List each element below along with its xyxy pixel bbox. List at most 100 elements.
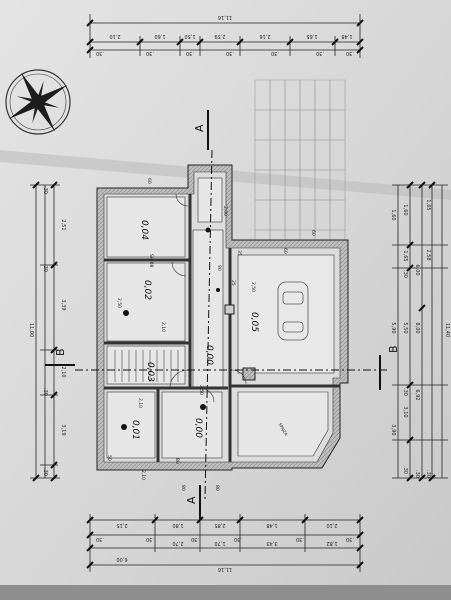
stair-area	[106, 345, 186, 385]
bottom-row1-5: 1,82	[326, 540, 337, 546]
left-dimension-chain	[30, 184, 60, 479]
top-dim-4: 2,59	[214, 33, 225, 39]
misc-label-1: SH.08	[148, 254, 154, 267]
room-bottom-mid	[161, 391, 223, 459]
svg-text:A: A	[185, 496, 198, 504]
compass-rose-icon	[5, 69, 71, 135]
right-dimension-ticks	[406, 181, 436, 482]
door-label-2: 2,10	[160, 322, 166, 332]
misc-label-5: 35	[236, 250, 242, 256]
top-small-7: .30	[346, 50, 354, 56]
car-icon	[277, 281, 309, 341]
level-markers	[121, 227, 220, 430]
bottom-small-1: .30	[96, 536, 104, 542]
room-level-garage: 0,05	[249, 312, 259, 332]
top-dim-3: 1,50	[184, 33, 195, 39]
floor-plan	[96, 164, 349, 471]
left-dimension-ticks	[32, 181, 58, 482]
shaft	[197, 177, 223, 223]
column-2	[242, 367, 256, 381]
misc-label-3: 25	[230, 280, 236, 286]
top-small-3: .30	[186, 50, 194, 56]
column-1	[224, 304, 235, 315]
right-mid-3: 6,00	[414, 264, 420, 275]
left-dim-2: 2,10	[60, 366, 66, 377]
bottom-dimension-ticks	[86, 516, 364, 569]
top-small-5: .30	[271, 50, 279, 56]
bottom-small-3: .30	[191, 536, 199, 542]
window-label-6: 60	[310, 230, 316, 236]
section-b-left-marker: B	[45, 348, 75, 366]
left-total-dimension: 11,00	[28, 323, 34, 337]
top-dimension-chain	[89, 14, 361, 58]
top-dim-7: 1,48	[341, 33, 352, 39]
window-label-3: 80	[174, 458, 180, 464]
misc-label-4: 60	[282, 248, 288, 254]
right-small-4: .30	[414, 470, 420, 478]
svg-text:B: B	[54, 348, 67, 356]
right-small-1: .30	[402, 466, 408, 474]
bottom-row2-5: 2,10	[326, 522, 337, 528]
room-bottom-left	[106, 391, 156, 459]
window-label-5: 80	[180, 485, 186, 491]
room-mid-left	[106, 262, 186, 342]
window-label-1: 60	[146, 178, 152, 184]
top-dim-6: 1,65	[306, 33, 317, 39]
top-total-dimension: 11,16	[218, 14, 232, 20]
section-a-top-marker: A	[193, 110, 209, 150]
top-small-2: .30	[146, 50, 154, 56]
bottom-row1-2: 2,70	[172, 540, 183, 546]
right-inner-2: 1,65	[402, 250, 408, 261]
right-dimension-chain	[392, 184, 448, 479]
door-label-7: 2,10	[140, 470, 146, 480]
left-dim-3: 3,39	[60, 299, 66, 310]
bottom-row2-3: 2,85	[214, 522, 225, 528]
bottom-row2-2: 1,80	[172, 522, 183, 528]
right-outer-3: 1,60	[390, 209, 396, 220]
right-mid-2: 8,00	[414, 322, 420, 333]
left-small-4: .30	[42, 186, 48, 194]
bottom-small-5: .30	[296, 536, 304, 542]
left-dim-4: 2,51	[60, 219, 66, 230]
left-small-1: .30	[42, 468, 48, 476]
section-b-right-marker: B	[379, 345, 400, 390]
left-small-3: .30	[42, 264, 48, 272]
room-top-left	[106, 196, 186, 258]
door-swings	[169, 193, 247, 403]
stairs	[114, 350, 179, 382]
room-level-top-left: 0,04	[139, 220, 149, 240]
bottom-dimension-chain	[89, 514, 361, 572]
right-outer-2: 5,90	[390, 322, 396, 333]
door-label-5: 2,00	[222, 206, 228, 216]
right-total-dimension: 11,40	[444, 323, 450, 337]
bottom-row1-1: 6,00	[116, 556, 127, 562]
garage	[237, 254, 335, 374]
door-label-4: 2,10	[137, 398, 143, 408]
door-label-1: 2,50	[116, 298, 122, 308]
bottom-small-4: .30	[234, 536, 242, 542]
top-dim-5: 2,16	[259, 33, 270, 39]
left-small-2: .30	[42, 388, 48, 396]
right-outer-1: 3,90	[390, 424, 396, 435]
right-inner-1: 3,10	[402, 406, 408, 417]
right-inner-3: 5,50	[402, 322, 408, 333]
door-label-3: 2,50	[198, 385, 204, 395]
top-dimension-ticks	[86, 19, 364, 54]
right-small-2: .30	[402, 388, 408, 396]
window-label-2: 50	[106, 455, 112, 461]
room-level-bottom-mid: 0,00	[193, 418, 203, 438]
room-level-hall: 0,00	[204, 345, 214, 365]
bottom-total-dimension: 11,16	[218, 566, 232, 572]
bottom-row2-1: 2,15	[116, 522, 127, 528]
corner-room	[237, 391, 329, 457]
bottom-row1-4: 3,43	[266, 540, 277, 546]
bottom-row2-4: 1,48	[266, 522, 277, 528]
paper-bottom-edge	[0, 585, 451, 600]
room-level-mid-left: 0,02	[142, 280, 152, 300]
svg-text:B: B	[387, 345, 400, 353]
top-small-4: .30	[226, 50, 234, 56]
bottom-small-6: .30	[346, 536, 354, 542]
top-dim-1: 2,10	[109, 33, 120, 39]
bottom-row1-3: 1,70	[214, 540, 225, 546]
